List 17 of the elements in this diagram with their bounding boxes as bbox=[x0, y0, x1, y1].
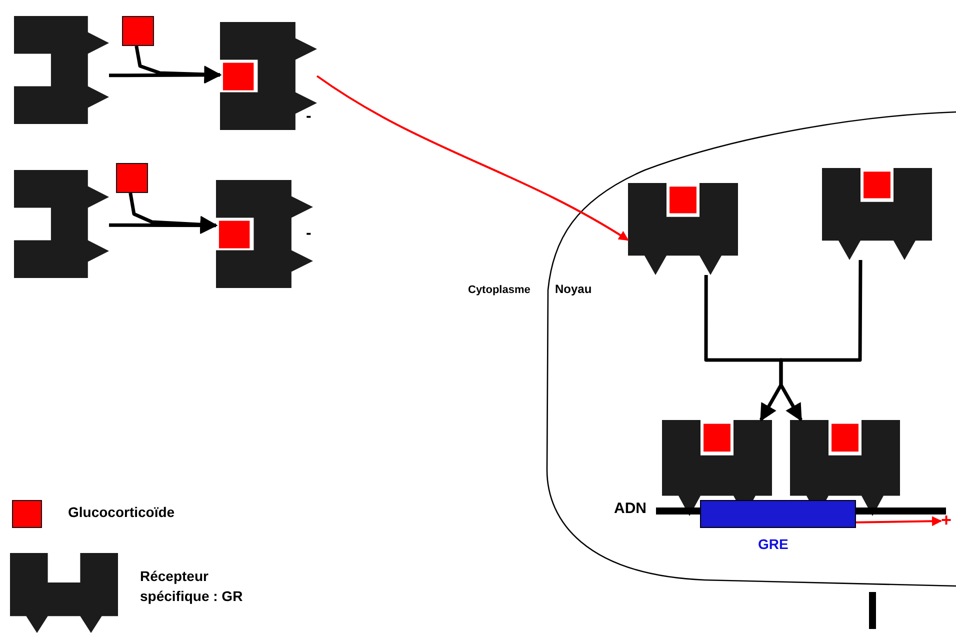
legend-label: Glucocorticoïde bbox=[68, 503, 176, 522]
node-label: GRE bbox=[758, 536, 788, 552]
node-label: + bbox=[941, 510, 952, 531]
region-label: Noyau bbox=[555, 282, 592, 296]
arrow bbox=[134, 46, 222, 84]
legend-label: Récepteur spécifique : GR bbox=[140, 567, 244, 606]
arrow bbox=[316, 75, 629, 241]
sign-mark: - bbox=[306, 225, 312, 243]
ligand-square bbox=[122, 16, 154, 46]
region-label: Cytoplasme bbox=[468, 284, 530, 296]
node-label: ADN bbox=[614, 500, 646, 517]
ligand-square bbox=[116, 163, 148, 193]
arrow bbox=[856, 516, 942, 526]
arrow bbox=[128, 192, 218, 234]
sign-mark: - bbox=[306, 108, 312, 126]
arrow bbox=[779, 260, 862, 422]
arrow bbox=[704, 275, 783, 422]
